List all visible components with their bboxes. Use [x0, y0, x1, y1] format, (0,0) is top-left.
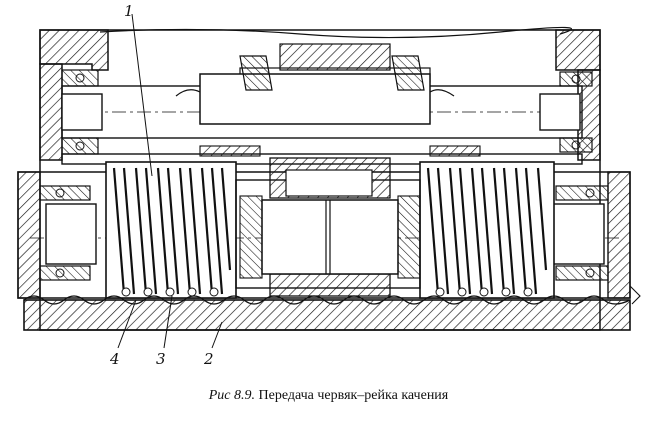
right-worm: [419, 161, 555, 299]
callout-part-2: 2: [203, 350, 214, 368]
upper-shaft: [61, 55, 583, 139]
callout-part-1: 1: [124, 2, 134, 20]
upper-left-bearing: [61, 69, 99, 155]
left-worm: [105, 161, 237, 299]
leader-lines: [117, 13, 223, 349]
figure-caption: Рис 8.9. Передача червяк–рейка качения: [0, 388, 657, 404]
lower-right-bearing: [551, 185, 609, 281]
figure-caption-text: Передача червяк–рейка качения: [258, 388, 449, 403]
callout-part-4: 4: [109, 350, 120, 368]
upper-right-bearing: [559, 71, 593, 153]
lower-left-bearing: [39, 185, 97, 281]
figure-label: Рис 8.9.: [208, 388, 255, 403]
callout-part-3: 3: [156, 350, 166, 368]
base-rack: [23, 285, 641, 331]
central-coupling: [235, 157, 421, 297]
